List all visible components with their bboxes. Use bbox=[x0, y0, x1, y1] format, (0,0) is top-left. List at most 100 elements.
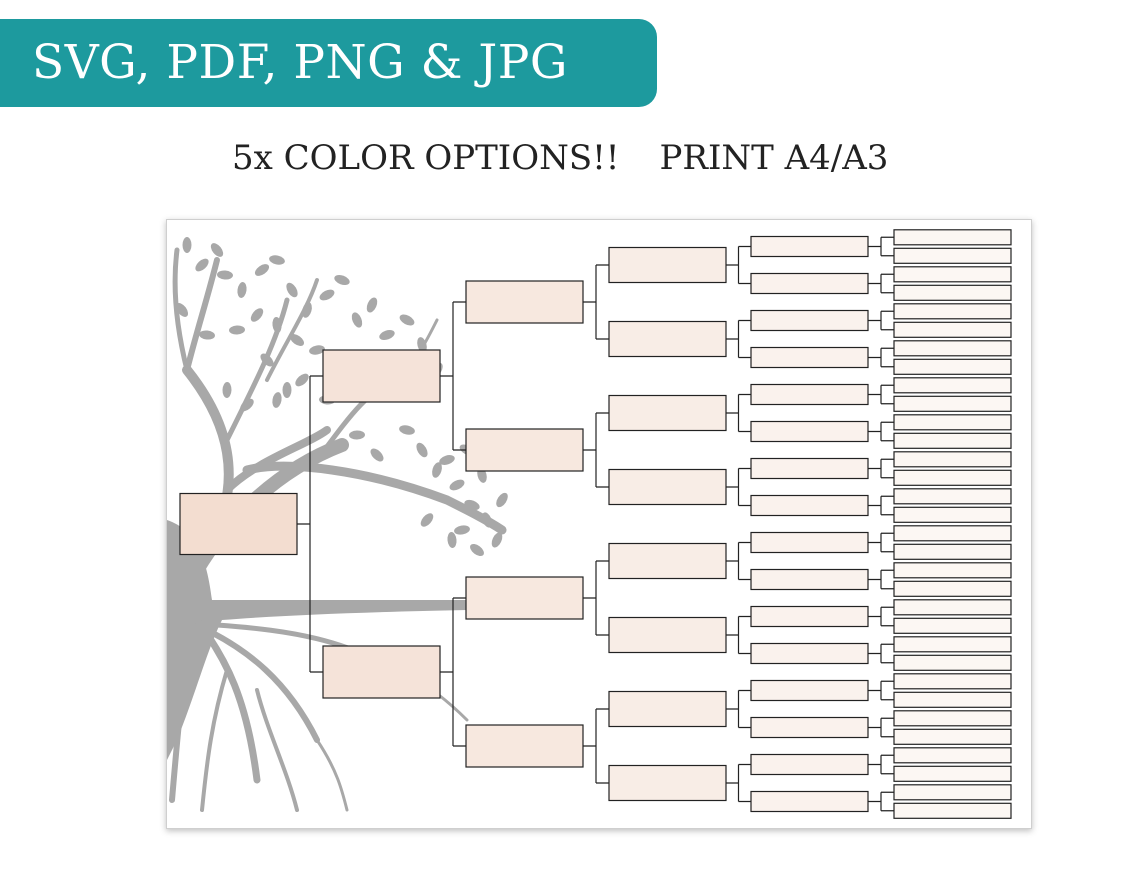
connector-line bbox=[583, 264, 609, 340]
leaf bbox=[210, 243, 224, 257]
person-box-gen-6 bbox=[893, 284, 1012, 301]
person-box-gen-6 bbox=[893, 654, 1012, 671]
person-box-gen-6 bbox=[893, 525, 1012, 542]
person-box-gen-6 bbox=[893, 562, 1012, 579]
person-box-gen-5 bbox=[750, 420, 869, 443]
person-box-gen-3 bbox=[465, 280, 584, 324]
color-options-text: 5x COLOR OPTIONS!! bbox=[232, 138, 620, 178]
connector-line bbox=[297, 375, 323, 673]
leaf bbox=[175, 303, 189, 317]
person-box-gen-6 bbox=[893, 247, 1012, 264]
leaf bbox=[182, 237, 192, 253]
person-box-gen-6 bbox=[893, 636, 1012, 653]
subtitle: 5x COLOR OPTIONS!!PRINT A4/A3 bbox=[232, 138, 888, 178]
leaf bbox=[420, 513, 434, 527]
person-box-gen-4 bbox=[608, 764, 727, 802]
connector-line bbox=[868, 458, 894, 479]
leaf bbox=[319, 289, 335, 301]
leaf bbox=[399, 314, 415, 326]
connector-line bbox=[726, 689, 751, 729]
leaf bbox=[366, 297, 378, 313]
person-box-gen-2 bbox=[322, 349, 441, 403]
person-box-gen-5 bbox=[750, 642, 869, 665]
person-box-gen-5 bbox=[750, 790, 869, 813]
connector-line bbox=[868, 532, 894, 553]
person-box-gen-4 bbox=[608, 394, 727, 432]
person-box-gen-5 bbox=[750, 272, 869, 295]
connector-line bbox=[583, 560, 609, 636]
tree-root bbox=[193, 616, 261, 784]
person-box-gen-6 bbox=[893, 303, 1012, 320]
connector-line bbox=[726, 763, 751, 803]
leaf bbox=[309, 345, 325, 355]
person-box-gen-6 bbox=[893, 728, 1012, 745]
person-box-gen-5 bbox=[750, 494, 869, 517]
connector-line bbox=[868, 569, 894, 590]
person-box-gen-6 bbox=[893, 488, 1012, 505]
person-box-gen-6 bbox=[893, 506, 1012, 523]
person-box-gen-6 bbox=[893, 432, 1012, 449]
tree-branch bbox=[265, 278, 319, 382]
person-box-gen-3 bbox=[465, 576, 584, 620]
leaf bbox=[250, 308, 264, 322]
connector-line bbox=[868, 421, 894, 442]
leaf bbox=[439, 455, 455, 465]
leaf bbox=[449, 479, 465, 491]
person-box-gen-6 bbox=[893, 414, 1012, 431]
connector-line bbox=[868, 791, 894, 812]
leaf bbox=[399, 425, 415, 435]
person-box-gen-6 bbox=[893, 469, 1012, 486]
connector-line bbox=[868, 606, 894, 627]
leaf bbox=[349, 430, 365, 440]
person-box-gen-5 bbox=[750, 309, 869, 332]
connector-line bbox=[726, 541, 751, 581]
tree-root bbox=[255, 688, 299, 812]
person-box-gen-5 bbox=[750, 753, 869, 776]
tree-root bbox=[315, 738, 349, 812]
leaf bbox=[496, 492, 508, 508]
leaf bbox=[240, 398, 254, 412]
person-box-gen-6 bbox=[893, 580, 1012, 597]
connector-line bbox=[868, 347, 894, 368]
person-box-gen-6 bbox=[893, 451, 1012, 468]
leaf bbox=[272, 392, 282, 408]
person-box-gen-3 bbox=[465, 724, 584, 768]
person-box-gen-5 bbox=[750, 716, 869, 739]
person-box-gen-6 bbox=[893, 321, 1012, 338]
leaf bbox=[272, 317, 282, 333]
connector-line bbox=[583, 708, 609, 784]
connector-line bbox=[726, 245, 751, 285]
person-box-gen-6 bbox=[893, 340, 1012, 357]
leaf bbox=[370, 448, 384, 462]
person-box-gen-3 bbox=[465, 428, 584, 472]
connector-line bbox=[868, 717, 894, 738]
leaf bbox=[481, 512, 493, 528]
person-box-gen-6 bbox=[893, 229, 1012, 246]
person-box-gen-5 bbox=[750, 605, 869, 628]
leaf bbox=[454, 525, 470, 535]
person-box-gen-2 bbox=[322, 645, 441, 699]
leaf bbox=[282, 382, 292, 398]
person-box-gen-6 bbox=[893, 784, 1012, 801]
person-box-gen-6 bbox=[893, 266, 1012, 283]
tree-branch bbox=[172, 247, 190, 373]
person-box-gen-1 bbox=[179, 492, 298, 556]
tree-branch bbox=[184, 257, 220, 373]
person-box-gen-6 bbox=[893, 673, 1012, 690]
leaf bbox=[417, 337, 427, 353]
person-box-gen-5 bbox=[750, 346, 869, 369]
person-box-gen-5 bbox=[750, 679, 869, 702]
connector-line bbox=[726, 319, 751, 359]
connector-line bbox=[868, 495, 894, 516]
person-box-gen-6 bbox=[893, 617, 1012, 634]
connector-line bbox=[868, 384, 894, 405]
format-banner-text: SVG, PDF, PNG & JPG bbox=[32, 35, 568, 90]
person-box-gen-4 bbox=[608, 542, 727, 580]
connector-line bbox=[726, 467, 751, 507]
tree-root bbox=[204, 627, 320, 743]
format-banner: SVG, PDF, PNG & JPG bbox=[0, 19, 657, 107]
person-box-gen-6 bbox=[893, 747, 1012, 764]
leaf bbox=[491, 532, 503, 548]
leaf bbox=[379, 330, 395, 340]
connector-line bbox=[868, 273, 894, 294]
